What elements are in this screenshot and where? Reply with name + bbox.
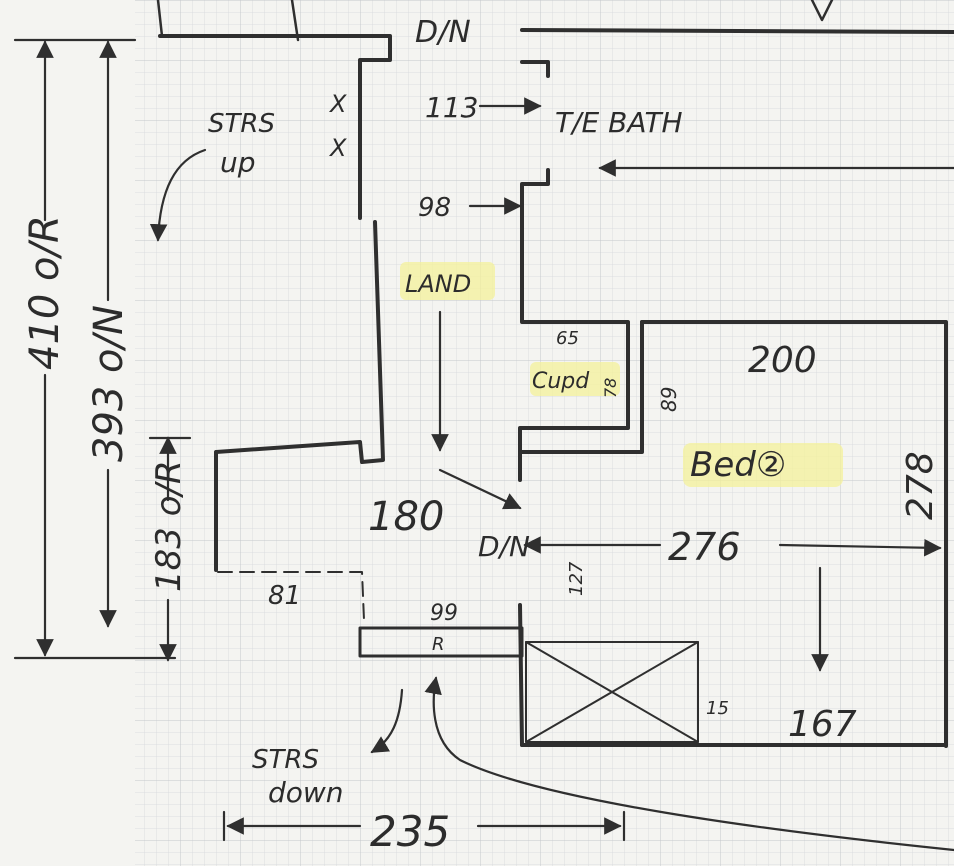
dim-78: 78: [601, 378, 620, 398]
stairs-down-label-2: down: [268, 776, 344, 809]
dim-15: 15: [706, 698, 729, 719]
dim-235: 235: [370, 807, 450, 856]
stairs-up-label: STRS: [208, 109, 275, 139]
dim-113: 113: [425, 91, 478, 124]
dim-98: 98: [418, 193, 451, 223]
dim-278: 278: [900, 451, 941, 520]
bed2-highlight: [683, 443, 843, 487]
land-highlight: [400, 262, 495, 300]
bed2-label: Bed②: [690, 445, 786, 485]
dim-183: 183 o/R: [149, 460, 189, 592]
cupd-label: Cupd: [532, 369, 590, 394]
cupd-highlight: [530, 362, 620, 396]
walls: [158, 28, 954, 748]
stairs-down-label: STRS: [252, 745, 319, 775]
dim-65: 65: [556, 328, 579, 349]
stairs-up-label-2: up: [220, 146, 256, 179]
dim-99: 99: [430, 601, 458, 626]
top-stair-lines: [156, 0, 834, 42]
dim-167: 167: [788, 704, 857, 745]
te-bath-label: T/E BATH: [555, 106, 683, 139]
dim-276: 276: [668, 525, 741, 569]
x-mark-1: X: [328, 90, 347, 118]
dim-89: 89: [657, 387, 681, 412]
dashed-opening: [217, 571, 365, 621]
arrows: [149, 97, 954, 852]
door-top-label: D/N: [415, 15, 471, 50]
x-mark-2: X: [328, 134, 347, 162]
dimension-lines: [13, 38, 626, 842]
door-mid-label: D/N: [478, 530, 530, 563]
dim-410: 410 o/R: [22, 215, 68, 370]
stair-landing-box: [358, 626, 524, 658]
dim-127: 127: [566, 561, 587, 596]
cupboard-box: [525, 641, 699, 743]
dim-200: 200: [748, 340, 817, 381]
dim-81: 81: [268, 581, 301, 611]
dim-393: 393 o/N: [86, 305, 132, 462]
land-label: LAND: [405, 270, 471, 298]
graph-grid: [135, 0, 954, 866]
dim-180: 180: [368, 494, 444, 540]
r-mark: R: [432, 634, 445, 655]
